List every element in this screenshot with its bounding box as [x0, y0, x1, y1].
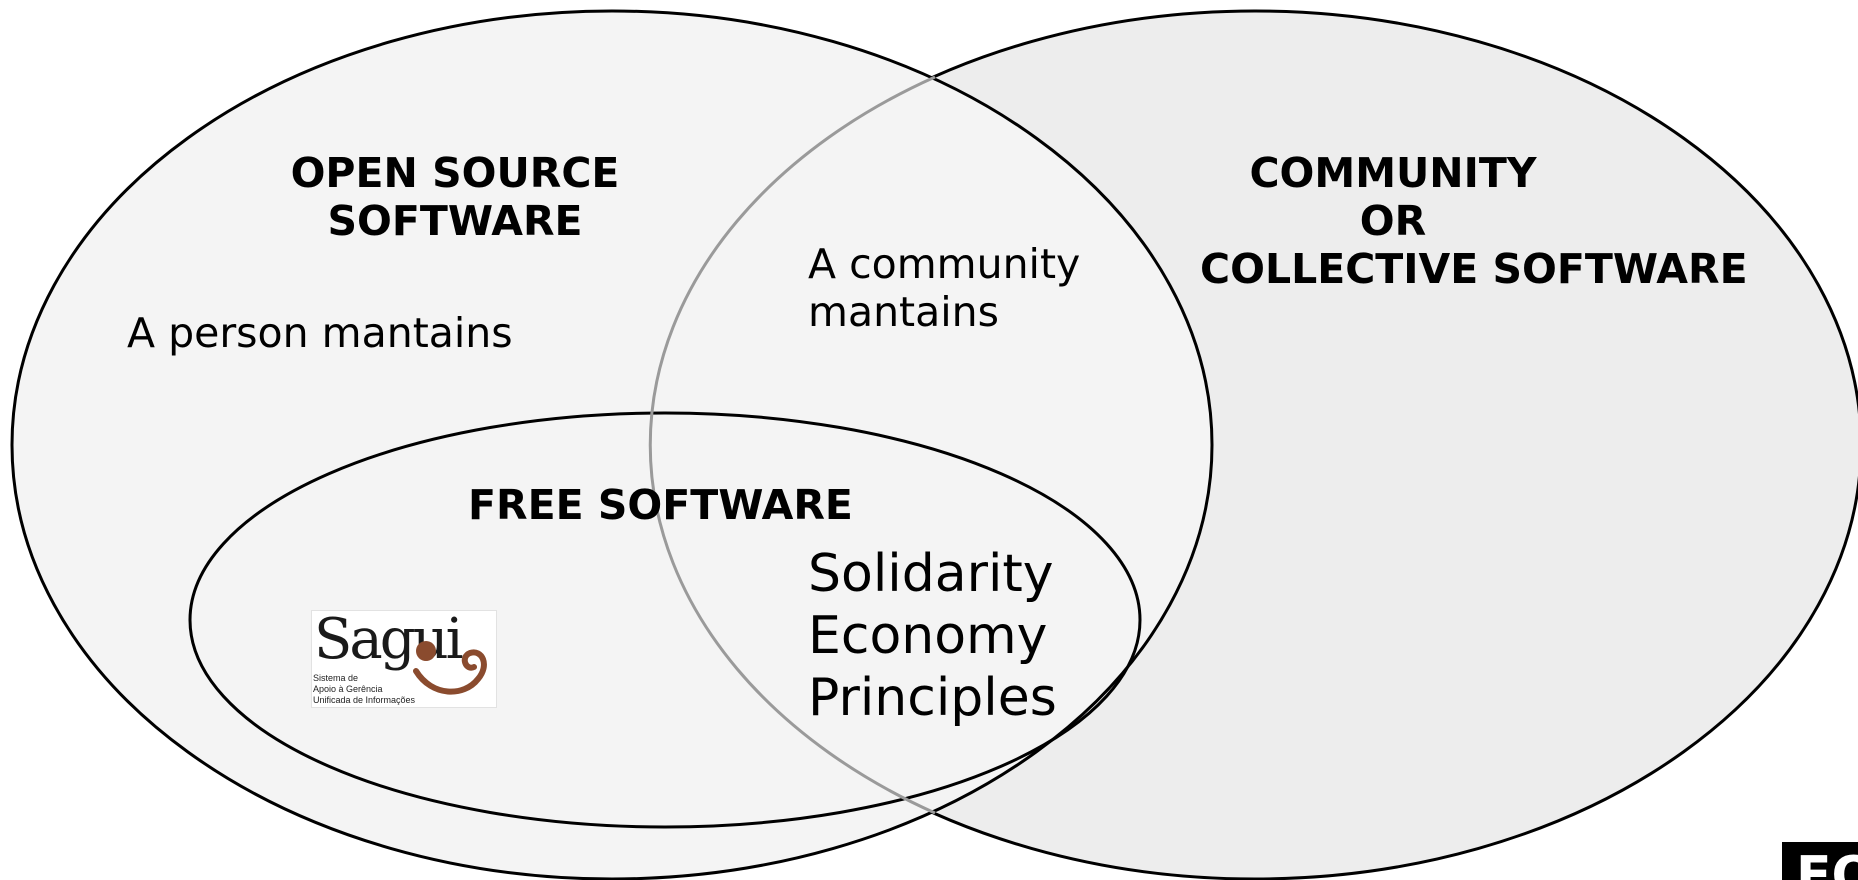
overlap-description-line1: A community [808, 240, 1081, 288]
open-source-title: OPEN SOURCE SOFTWARE [270, 149, 640, 245]
sagui-logo-wordmark: Sagui [314, 610, 464, 672]
solidarity-economy-principles: Solidarity Economy Principles [808, 543, 1057, 729]
sagui-subtitle-line2: Apoio à Gerência [313, 684, 383, 694]
corner-logo-mark: FO [1782, 842, 1858, 880]
sagui-logo-subtitle: Sistema de Apoio à Gerência Unificada de… [313, 673, 415, 706]
free-software-title: FREE SOFTWARE [468, 481, 853, 529]
overlap-description-line2: mantains [808, 288, 999, 336]
free-software-set [188, 411, 1142, 829]
sagui-logo: Sagui Sistema de Apoio à Gerência Unific… [311, 610, 497, 708]
community-title-line1: COMMUNITY [1249, 149, 1537, 197]
open-source-title-line2: SOFTWARE [327, 197, 583, 245]
sagui-subtitle-line3: Unificada de Informações [313, 695, 416, 705]
overlap-boundary-arc [648, 75, 936, 815]
open-source-software-set [10, 9, 1214, 880]
community-title: COMMUNITY OR COLLECTIVE SOFTWARE [1200, 149, 1748, 293]
open-source-title-line1: OPEN SOURCE [290, 149, 620, 197]
community-title-line2: OR [1359, 197, 1427, 245]
principles-line1: Solidarity [808, 544, 1054, 604]
sagui-subtitle-line1: Sistema de [313, 673, 359, 683]
open-source-description: A person mantains [127, 309, 513, 357]
monkey-tail-icon [413, 641, 487, 695]
community-title-line3: COLLECTIVE SOFTWARE [1200, 245, 1748, 293]
overlap-description: A community mantains [808, 240, 1080, 336]
corner-logo-text: FO [1796, 846, 1858, 880]
principles-line3: Principles [808, 668, 1057, 728]
principles-line2: Economy [808, 606, 1048, 666]
